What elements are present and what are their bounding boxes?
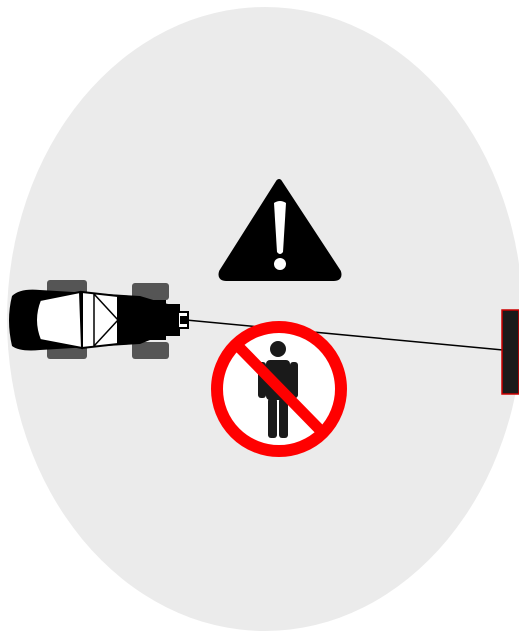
anchor-post-icon (502, 310, 519, 394)
no-person-prohibition-icon (217, 327, 341, 451)
